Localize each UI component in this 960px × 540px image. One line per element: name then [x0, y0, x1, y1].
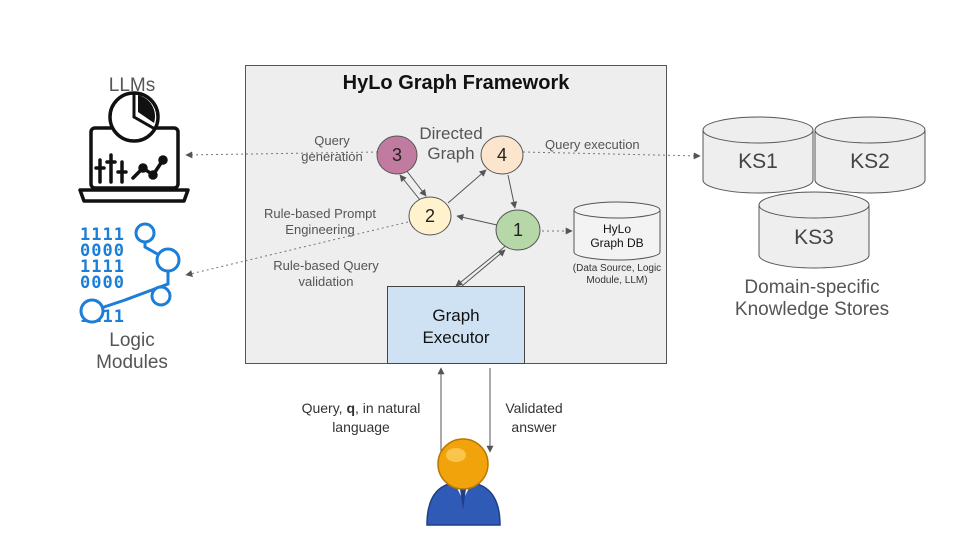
node-1 — [495, 209, 541, 251]
ks2-cylinder — [814, 116, 926, 194]
llms-label: LLMs — [108, 75, 156, 96]
user-icon — [426, 438, 501, 526]
edge-4-1 — [507, 174, 518, 209]
knowledge-stores-label: Domain-specific Knowledge Stores — [734, 277, 890, 320]
ks3-cylinder — [758, 191, 870, 269]
llm-connector — [185, 151, 379, 159]
node-2-label: 2 — [425, 206, 435, 226]
svg-text:0000: 0000 — [80, 241, 125, 261]
graph-executor-box — [387, 286, 525, 364]
user-query-part-3: , in natural language — [332, 400, 421, 435]
ks3-label: KS3 — [794, 226, 834, 249]
svg-text:1111: 1111 — [80, 225, 125, 245]
edge-2-4 — [447, 169, 487, 204]
query-validation-label: Rule-based Query validation — [273, 258, 379, 289]
validated-answer-label: Validated answer — [505, 400, 563, 435]
edge-1-executor — [455, 243, 509, 287]
node-4-label: 4 — [497, 145, 507, 165]
user-query-label: Query, q, in natural language — [287, 399, 435, 437]
binary-network-icon: 1111 0000 1111 0000 1111 — [79, 222, 181, 327]
framework-title: HyLo Graph Framework — [342, 72, 570, 94]
svg-text:1111: 1111 — [80, 257, 125, 277]
graph-db-label: HyLo Graph DB — [590, 222, 644, 250]
svg-text:0000: 0000 — [80, 273, 125, 293]
graph-db-contents: (Data Source, Logic Module, LLM) — [572, 263, 662, 286]
query-execution-label: Query execution — [545, 137, 640, 152]
prompt-engineering-label: Rule-based Prompt Engineering — [264, 206, 376, 237]
node-3-label: 3 — [392, 145, 402, 165]
logic-connector — [185, 221, 409, 277]
node-2 — [408, 196, 452, 236]
edge-3-2 — [405, 169, 427, 197]
ks1-label: KS1 — [738, 150, 778, 173]
edge-executor-1 — [461, 249, 506, 287]
directed-graph-label: Directed Graph — [419, 124, 483, 163]
node-1-label: 1 — [513, 220, 523, 240]
laptop-chart-icon — [78, 91, 190, 203]
query-generation-label: Query generation — [301, 133, 363, 164]
node-4 — [480, 135, 524, 175]
edge-2-3 — [399, 174, 421, 201]
graph-executor-label: Graph Executor — [422, 306, 490, 347]
user-query-part-1: Query, — [301, 400, 347, 416]
graph-db-cylinder — [573, 201, 661, 261]
logic-modules-label: Logic Modules — [96, 330, 168, 373]
node-3 — [376, 135, 418, 175]
ks2-label: KS2 — [850, 150, 890, 173]
user-query-var: q — [346, 400, 356, 416]
edge-1-2 — [456, 213, 498, 226]
ks1-cylinder — [702, 116, 814, 194]
